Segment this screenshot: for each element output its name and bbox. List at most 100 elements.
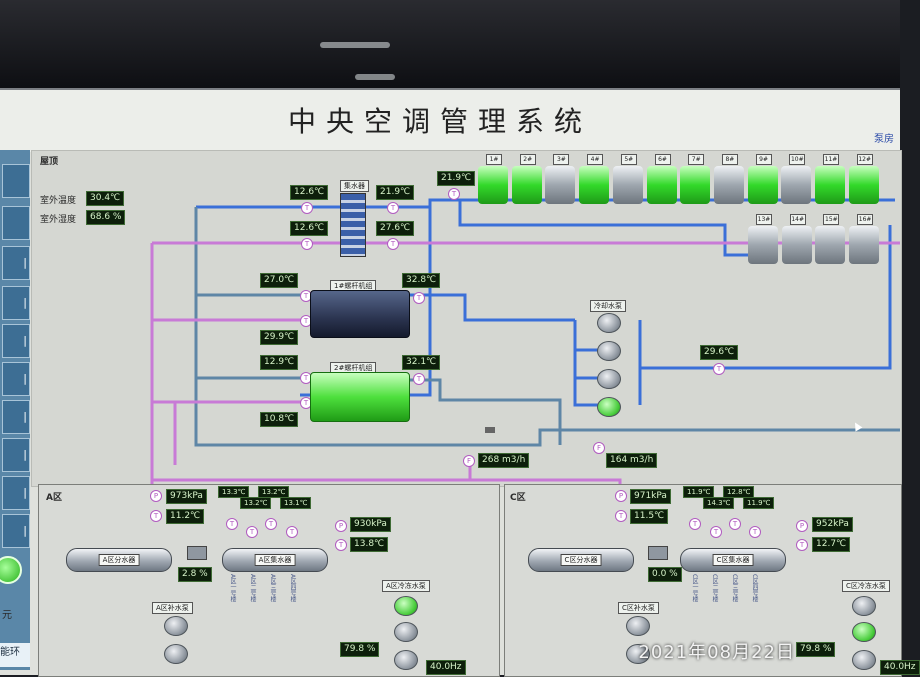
cooling-return-temp: 29.6℃ <box>700 345 739 360</box>
temp-sensor[interactable]: T <box>226 518 238 530</box>
temp-sensor[interactable]: T <box>150 510 162 522</box>
nav-bottom-logo[interactable]: 能环 <box>0 643 30 667</box>
zone-c-makeup-pumps-label: C区补水泵 <box>618 602 659 614</box>
nav-button-9[interactable]: | <box>2 476 30 510</box>
nav-button-3[interactable]: | <box>2 246 30 280</box>
temp-sensor[interactable]: T <box>413 373 425 385</box>
nav-button-5[interactable]: | <box>2 324 30 358</box>
cooling-tower-6[interactable] <box>646 166 677 204</box>
zone-a-tank-1[interactable]: A区分水器 <box>66 548 172 572</box>
temp-sensor[interactable]: T <box>713 363 725 375</box>
cooling-tower-label-8: 8# <box>721 154 738 165</box>
cooling-tower-11[interactable] <box>815 166 845 204</box>
temp-sensor[interactable]: T <box>246 526 258 538</box>
chiller-2[interactable] <box>310 372 410 422</box>
temp-sensor[interactable]: T <box>286 526 298 538</box>
temp-sensor[interactable]: T <box>387 238 399 250</box>
nav-button-7[interactable]: | <box>2 400 30 434</box>
flow-2-value: 164 m3/h <box>606 453 658 468</box>
pressure-sensor[interactable]: P <box>615 490 627 502</box>
zone-a-makeup-pump-2[interactable] <box>164 644 188 664</box>
zone-a-circ-pump-1[interactable] <box>394 596 418 616</box>
cooling-tower-9[interactable] <box>747 166 778 204</box>
cooling-tower-lower-3[interactable] <box>815 226 846 264</box>
zone-a-pressure-1: 973kPa <box>166 489 207 504</box>
cooling-tower-8[interactable] <box>713 166 744 204</box>
zone-c-label: C区 <box>510 493 526 503</box>
zone-c-tank-1[interactable]: C区分水器 <box>528 548 634 572</box>
nav-button-1[interactable] <box>2 164 30 198</box>
collector-manifold <box>340 193 366 257</box>
pressure-sensor[interactable]: P <box>796 520 808 532</box>
bypass-valve-icon[interactable] <box>187 546 207 560</box>
zone-c-circ-pump-1[interactable] <box>852 596 876 616</box>
zone-a-circ-pump-3[interactable] <box>394 650 418 670</box>
cooling-tower-10[interactable] <box>781 166 812 204</box>
cooling-pump-2[interactable] <box>597 341 621 361</box>
ch2-right-top-temp: 32.1℃ <box>402 355 441 370</box>
temp-sensor[interactable]: T <box>448 188 460 200</box>
temp-sensor[interactable]: T <box>413 292 425 304</box>
zone-a-temp-2: 13.8℃ <box>350 537 389 552</box>
zone-c-pressure-1: 971kPa <box>630 489 671 504</box>
zone-c-circ-pump-3[interactable] <box>852 650 876 670</box>
zone-c-tank-2[interactable]: C区集水器 <box>680 548 786 572</box>
temp-sensor[interactable]: T <box>615 510 627 522</box>
temp-sensor[interactable]: T <box>301 238 313 250</box>
nav-button-6[interactable]: | <box>2 362 30 396</box>
flow-sensor[interactable]: F <box>463 455 475 467</box>
temp-sensor[interactable]: T <box>300 397 312 409</box>
nav-button-10[interactable]: | <box>2 514 30 548</box>
cooling-tower-lower-1[interactable] <box>748 226 778 264</box>
nav-bottom-left: 元 <box>2 610 12 621</box>
cooling-pump-4[interactable] <box>597 397 621 417</box>
cooling-tower-7[interactable] <box>680 166 711 204</box>
zone-c-tank-2-label: C区集水器 <box>712 554 754 566</box>
temp-sensor[interactable]: T <box>301 202 313 214</box>
temp-sensor[interactable]: T <box>265 518 277 530</box>
zone-a-makeup-pump-1[interactable] <box>164 616 188 636</box>
flow-sensor[interactable]: F <box>593 442 605 454</box>
photo-timestamp: 2021年08月22日 <box>638 642 795 663</box>
cooling-pump-1[interactable] <box>597 313 621 333</box>
zone-c-branch-temp-2: 14.3℃ <box>703 497 735 509</box>
temp-sensor[interactable]: T <box>387 202 399 214</box>
cooling-tower-lower-4[interactable] <box>849 226 880 264</box>
bypass-valve-icon[interactable] <box>648 546 668 560</box>
corner-menu[interactable]: 泵房 <box>874 134 894 145</box>
zone-a-circ-pump-2[interactable] <box>394 622 418 642</box>
cooling-tower-3[interactable] <box>545 166 576 204</box>
cooling-tower-12[interactable] <box>848 166 879 204</box>
zone-c-tank-1-label: C区分水器 <box>560 554 602 566</box>
zone-c-branch-3: C区三号楼 <box>731 574 738 603</box>
nav-button-2[interactable] <box>2 206 30 240</box>
cooling-pump-3[interactable] <box>597 369 621 389</box>
temp-sensor[interactable]: T <box>749 526 761 538</box>
zone-c-circ-pump-2[interactable] <box>852 622 876 642</box>
temp-sensor[interactable]: T <box>335 539 347 551</box>
temp-sensor[interactable]: T <box>729 518 741 530</box>
pressure-sensor[interactable]: P <box>335 520 347 532</box>
pipe-ch2-out <box>410 378 562 445</box>
cooling-tower-1[interactable] <box>478 166 508 204</box>
zone-a-tank-2[interactable]: A区集水器 <box>222 548 328 572</box>
temp-sensor[interactable]: T <box>689 518 701 530</box>
cooling-tower-2[interactable] <box>511 166 542 204</box>
nav-button-8[interactable]: | <box>2 438 30 472</box>
cooling-tower-5[interactable] <box>612 166 643 204</box>
cooling-tower-4[interactable] <box>579 166 610 204</box>
temp-sensor[interactable]: T <box>796 539 808 551</box>
ch1-right-top-temp: 32.8℃ <box>402 273 441 288</box>
temp-sensor[interactable]: T <box>710 526 722 538</box>
outdoor-humidity-label: 室外湿度 <box>40 215 77 225</box>
valve-icon[interactable] <box>485 427 495 433</box>
zone-a-branch-temp-3: 13.2℃ <box>258 486 290 498</box>
cooling-tower-label-7: 7# <box>688 154 705 165</box>
cooling-tower-label-6: 6# <box>654 154 671 165</box>
zone-c-makeup-pump-2[interactable] <box>626 644 650 664</box>
zone-c-makeup-pump-1[interactable] <box>626 616 650 636</box>
chiller-1[interactable] <box>310 290 410 338</box>
nav-button-4[interactable]: | <box>2 286 30 320</box>
cooling-tower-lower-2[interactable] <box>781 226 812 264</box>
pressure-sensor[interactable]: P <box>150 490 162 502</box>
